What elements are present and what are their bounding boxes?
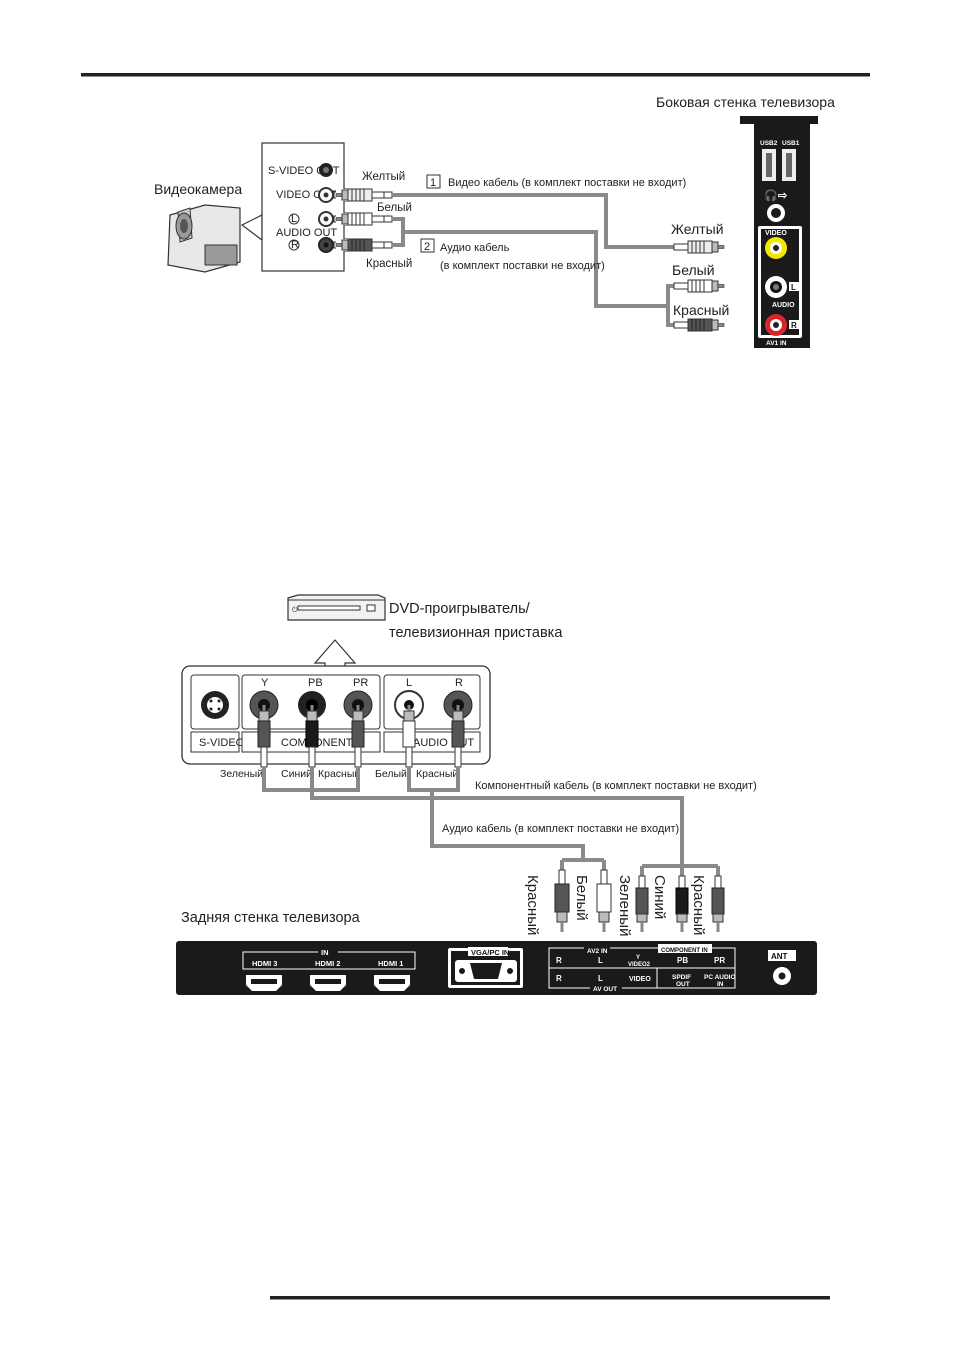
tv-back-panel: IN HDMI 3 HDMI 2 HDMI 1 VGA/PC IN AV2 IN… — [176, 941, 817, 995]
dvd-jack-panel: S-VIDEO Y PB PR COMPONENT L R AUDIO OUT — [181, 665, 491, 765]
cable1-number: 1 — [430, 177, 436, 189]
up-arrow-icon — [313, 639, 357, 668]
headphone-icon: 🎧 — [764, 189, 778, 202]
component-cable-text: Компонентный кабель (в комплект поставки… — [475, 780, 757, 792]
plug-red2-label: Красный — [416, 768, 458, 780]
pc-audio-label-2: IN — [717, 981, 724, 988]
cable2-line1: Аудио кабель — [440, 242, 510, 254]
top-rule — [81, 73, 870, 77]
tv-side-title: Боковая стенка телевизора — [656, 94, 835, 110]
dvd-svideo-label: S-VIDEO — [199, 737, 245, 749]
dvd-player-icon: ⏻ — [287, 594, 386, 621]
spdif-label-1: SPDIF — [672, 974, 691, 981]
plug-green-label: Зеленый — [220, 768, 263, 780]
plug-red1-label: Красный — [318, 768, 360, 780]
tv-side-panel: USB2 USB1 🎧 ⇨ VIDEO L AUDIO R AV1 IN — [740, 116, 818, 348]
camera-plugs — [335, 188, 396, 252]
left-red-label: Красный — [366, 258, 412, 270]
bottom-cables — [262, 767, 720, 876]
rotated-label-white: Белый — [573, 875, 590, 921]
pc-audio-label-1: PC AUDIO — [704, 974, 736, 981]
bottom-rule — [270, 1296, 830, 1300]
av-out-video-label: VIDEO — [629, 976, 651, 983]
rotated-label-red1: Красный — [524, 875, 541, 935]
cable1-number-box — [426, 174, 441, 189]
right-red-label: Красный — [673, 302, 729, 318]
rotated-label-red2: Красный — [690, 875, 707, 935]
camera-label: Видеокамера — [154, 181, 242, 197]
right-white-label: Белый — [672, 262, 715, 278]
dvd-audio-out-label: AUDIO OUT — [413, 737, 474, 749]
camera-r-mark: R — [291, 239, 299, 251]
vga-label: VGA/PC IN — [471, 948, 509, 957]
av-out-l-label: L — [598, 974, 603, 983]
spdif-label-2: OUT — [676, 981, 690, 988]
audio-l-mark: L — [791, 283, 796, 292]
dvd-pb-label: PB — [308, 677, 323, 689]
pb-label: PB — [677, 956, 688, 965]
svg-text:⇨: ⇨ — [778, 190, 788, 202]
dvd-r-label: R — [455, 677, 463, 689]
tv-side-plugs — [673, 240, 725, 332]
ant-label: ANT — [771, 952, 788, 961]
hdmi3-label: HDMI 3 — [252, 959, 277, 968]
rotated-label-green: Зеленый — [616, 875, 633, 936]
hdmi1-label: HDMI 1 — [378, 959, 403, 968]
plug-blue-label: Синий — [281, 768, 312, 780]
tv-back-title: Задняя стенка телевизора — [181, 910, 361, 926]
component-in-label: COMPONENT IN — [661, 948, 708, 954]
cable2-number-box — [420, 238, 435, 253]
video2-label: VIDEO2 — [628, 962, 651, 968]
hdmi2-label: HDMI 2 — [315, 959, 340, 968]
pr-label: PR — [714, 956, 725, 965]
svg-text:⏻: ⏻ — [292, 606, 298, 614]
dvd-l-label: L — [406, 677, 412, 689]
cable1-text: Видео кабель (в комплект поставки не вхо… — [448, 177, 686, 189]
dvd-label-line1: DVD-проигрыватель/ — [389, 601, 531, 617]
dvd-label-line2: телевизионная приставка — [389, 625, 563, 641]
y-label: Y — [636, 955, 640, 961]
audio-r-mark: R — [791, 321, 797, 330]
left-yellow-label: Желтый — [362, 171, 405, 183]
rotated-label-blue: Синий — [651, 875, 668, 919]
right-yellow-label: Желтый — [671, 221, 724, 237]
av2-in-label: AV2 IN — [587, 948, 608, 955]
dvd-pr-label: PR — [353, 677, 368, 689]
plug-white-label: Белый — [375, 768, 407, 780]
audio-label: AUDIO — [772, 302, 795, 309]
camera-l-mark: L — [291, 213, 297, 225]
camera-jack-panel: S-VIDEO OUT VIDEO OUT L AUDIO OUT R — [261, 142, 345, 272]
audio-cable-text: Аудио кабель (в комплект поставки не вхо… — [442, 823, 679, 835]
camcorder-icon — [167, 204, 263, 273]
dvd-y-label: Y — [261, 677, 269, 689]
dvd-plugs — [257, 705, 465, 768]
hdmi-in-label: IN — [321, 948, 329, 957]
av-out-label: AV OUT — [593, 986, 617, 993]
av-out-r-label: R — [556, 974, 562, 983]
camera-audio-out-label: AUDIO OUT — [276, 227, 337, 239]
usb2-label: USB2 — [760, 140, 778, 147]
tv-back-plugs — [554, 869, 725, 932]
cable2-line2: (в комплект поставки не входит) — [440, 260, 605, 272]
cable2-number: 2 — [424, 241, 430, 253]
left-white-label: Белый — [377, 202, 412, 214]
av2-r-label: R — [556, 956, 562, 965]
av1-in-label: AV1 IN — [766, 340, 787, 347]
top-cables — [392, 193, 676, 327]
usb1-label: USB1 — [782, 140, 800, 147]
video-jack-label: VIDEO — [765, 230, 787, 237]
av2-l-label: L — [598, 956, 603, 965]
